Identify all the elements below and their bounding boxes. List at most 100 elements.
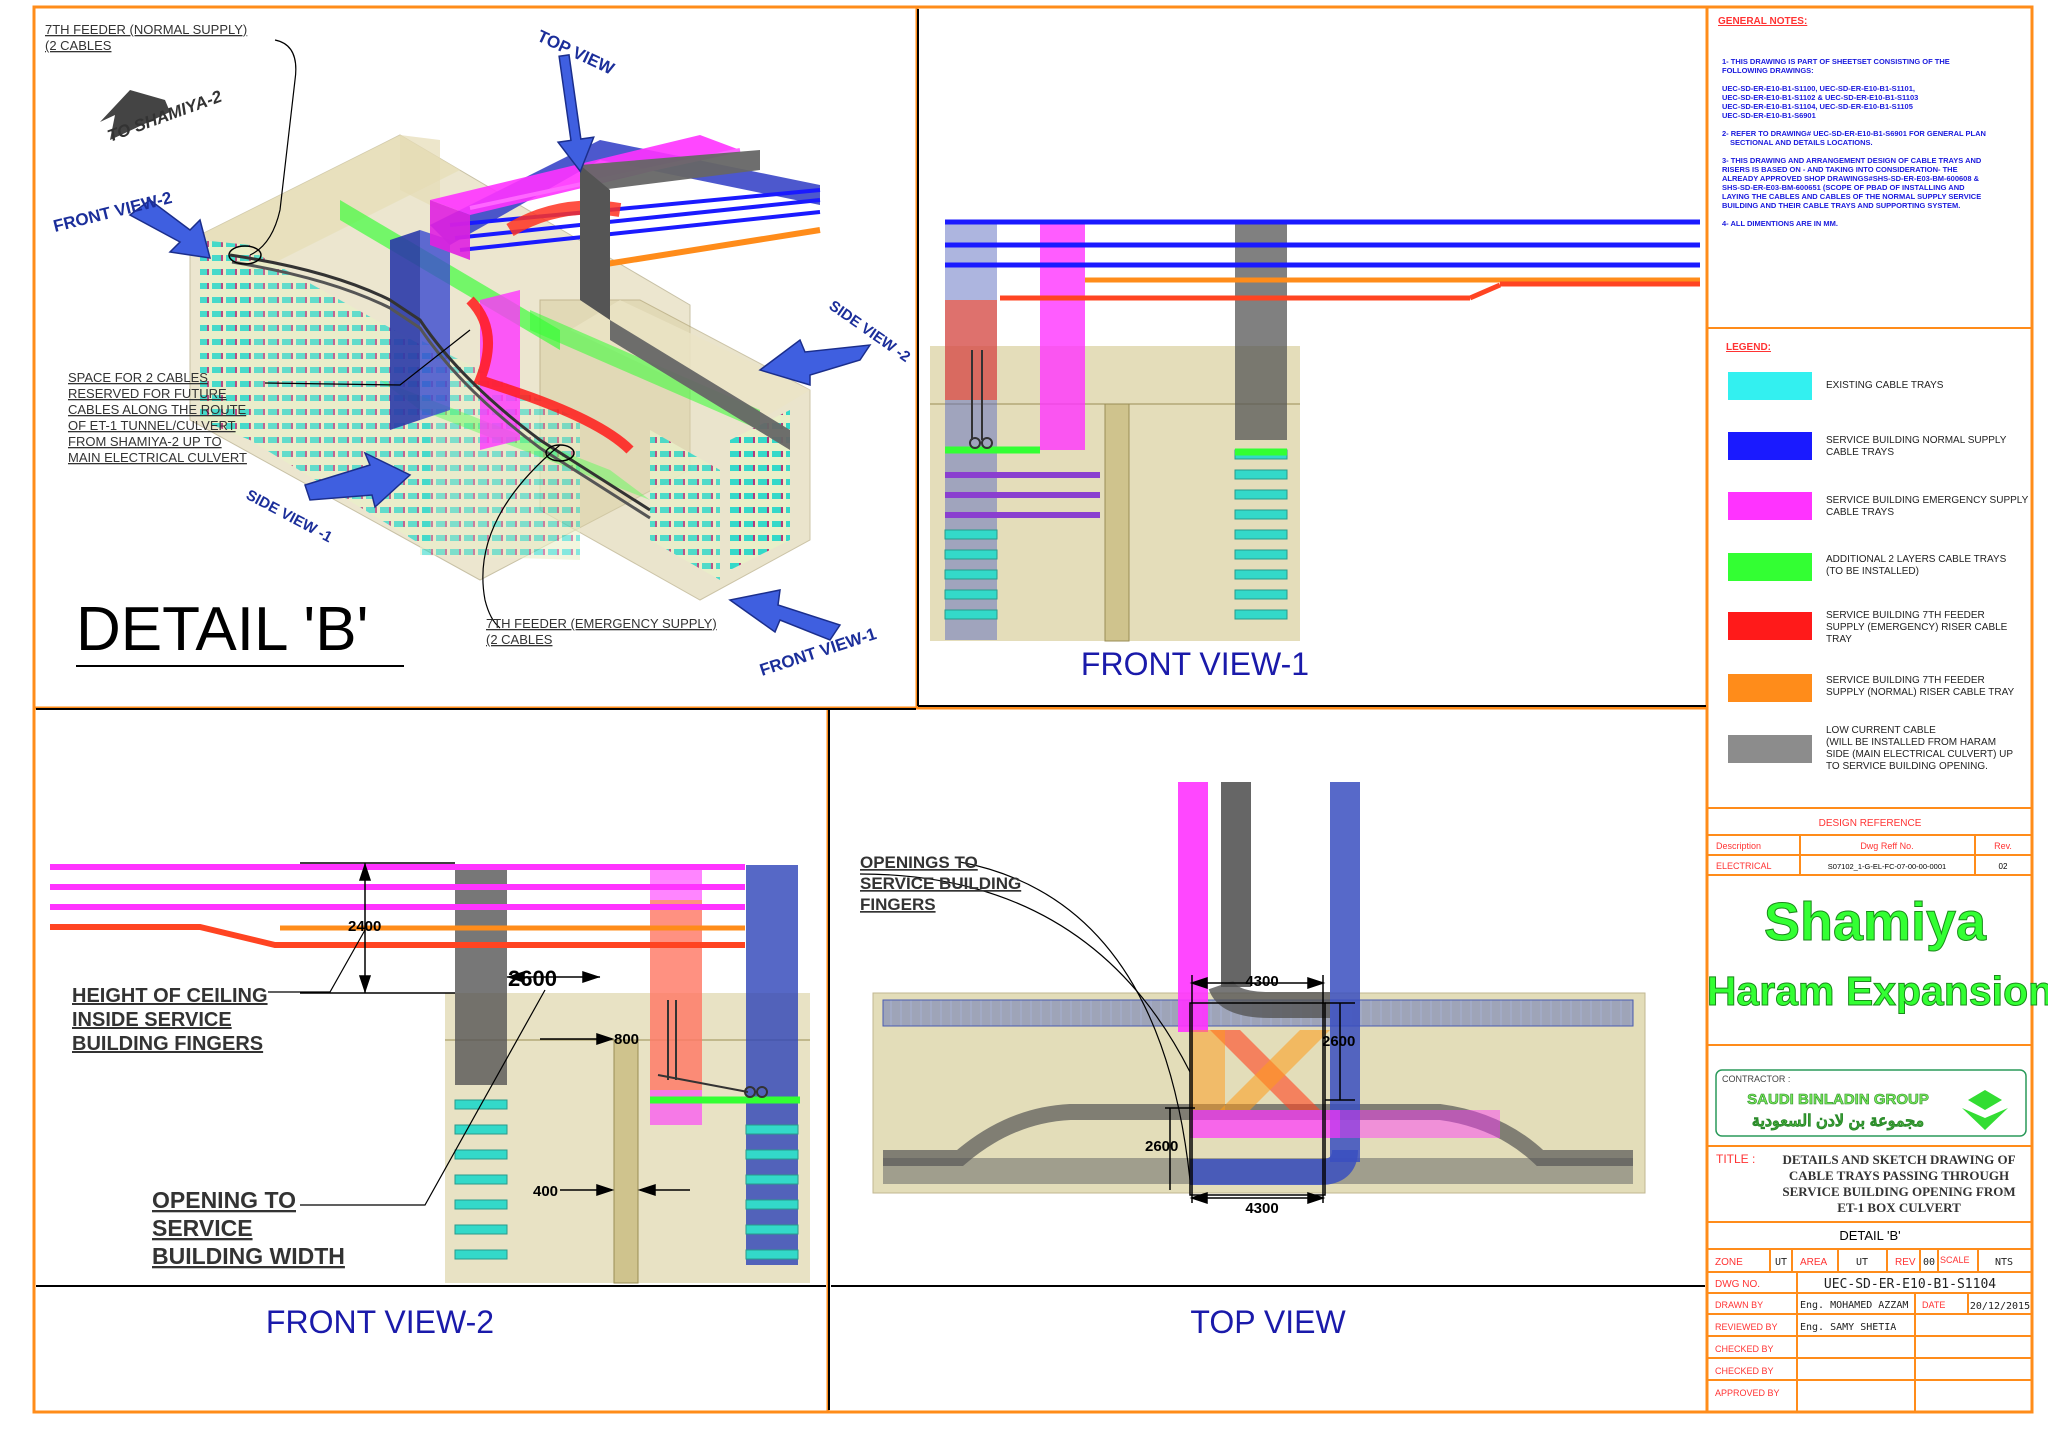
legend-swatch xyxy=(1728,492,1812,520)
svg-text:TO SERVICE BUILDING OPENING: TO SERVICE BUILDING OPENING. xyxy=(1826,761,1988,772)
front-view-2-drawing xyxy=(50,862,810,1284)
svg-text:SAUDI BINLADIN GROUP: SAUDI BINLADIN GROUP xyxy=(1747,1091,1929,1108)
svg-text:4- ALL DIMENTIONS ARE IN MM.: 4- ALL DIMENTIONS ARE IN MM. xyxy=(1722,219,1838,228)
svg-text:NTS: NTS xyxy=(1995,1257,2013,1268)
svg-text:DETAIL 'B': DETAIL 'B' xyxy=(1839,1228,1900,1243)
svg-text:CABLE TRAYS: CABLE TRAYS xyxy=(1826,447,1894,458)
space-note: SPACE FOR 2 CABLES RESERVED FOR FUTURE C… xyxy=(68,370,247,465)
svg-text:Eng. MOHAMED AZZAM: Eng. MOHAMED AZZAM xyxy=(1800,1300,1908,1311)
svg-text:1- THIS DRAWING IS PART OF SHE: 1- THIS DRAWING IS PART OF SHEETSET CONS… xyxy=(1722,57,1950,66)
svg-text:BUILDING FINGERS: BUILDING FINGERS xyxy=(72,1033,263,1055)
svg-text:SERVICE BUILDING 7TH FEEDER: SERVICE BUILDING 7TH FEEDER xyxy=(1826,610,1985,621)
svg-text:EXISTING CABLE TRAYS: EXISTING CABLE TRAYS xyxy=(1826,380,1944,391)
svg-text:LOW CURRENT CABLE: LOW CURRENT CABLE xyxy=(1826,725,1936,736)
svg-text:Shamiya: Shamiya xyxy=(1764,892,1987,952)
svg-text:CABLE TRAYS PASSING THROUGH: CABLE TRAYS PASSING THROUGH xyxy=(1789,1168,2009,1183)
svg-text:SUPPLY (EMERGENCY) RISER CA: SUPPLY (EMERGENCY) RISER CABLE xyxy=(1826,622,2008,633)
dim-2400: 2400 xyxy=(348,918,381,935)
svg-text:Haram Expansion: Haram Expansion xyxy=(1707,968,2048,1014)
svg-text:INSIDE SERVICE: INSIDE SERVICE xyxy=(72,1009,232,1031)
ceiling-note: HEIGHT OF CEILING INSIDE SERVICE BUILDIN… xyxy=(72,985,268,1055)
svg-text:UEC-SD-ER-E10-B1-S1104, UEC-SD: UEC-SD-ER-E10-B1-S1104, UEC-SD-ER-E10-B1… xyxy=(1722,102,1913,111)
svg-text:ET-1 BOX CULVERT: ET-1 BOX CULVERT xyxy=(1837,1200,1961,1215)
dim-2600-right: 2600 xyxy=(1322,1033,1355,1050)
top-view-arrow-label: TOP VIEW xyxy=(534,26,618,78)
svg-text:APPROVED BY: APPROVED BY xyxy=(1715,1388,1780,1398)
svg-text:SERVICE BUILDING OPENING FROM: SERVICE BUILDING OPENING FROM xyxy=(1782,1184,2015,1199)
legend-swatch xyxy=(1728,674,1812,702)
svg-text:SERVICE BUILDING EMERGENCY: SERVICE BUILDING EMERGENCY SUPPLY xyxy=(1826,495,2029,506)
svg-text:TRAY: TRAY xyxy=(1826,634,1852,645)
svg-text:DESIGN REFERENCE: DESIGN REFERENCE xyxy=(1819,818,1922,829)
svg-text:REVIEWED BY: REVIEWED BY xyxy=(1715,1322,1778,1332)
design-reference: DESIGN REFERENCE Description Dwg Reff No… xyxy=(1708,807,2031,876)
top-view-caption: TOP VIEW xyxy=(1190,1304,1346,1340)
svg-text:BUILDING WIDTH: BUILDING WIDTH xyxy=(152,1243,345,1269)
svg-text:GENERAL NOTES:: GENERAL NOTES: xyxy=(1718,16,1807,27)
project-title: Shamiya Haram Expansion xyxy=(1706,892,2048,1015)
svg-text:(WILL BE INSTALLED FROM HA: (WILL BE INSTALLED FROM HARAM xyxy=(1826,737,1996,748)
legend-swatch xyxy=(1728,432,1812,460)
svg-text:DATE: DATE xyxy=(1922,1300,1945,1310)
svg-text:SERVICE BUILDING 7TH FEEDER: SERVICE BUILDING 7TH FEEDER xyxy=(1826,675,1985,686)
legend: LEGEND: EXISTING CABLE TRAYS SERVICE BUI… xyxy=(1726,342,2029,772)
side-view-2-arrow-icon xyxy=(758,338,872,387)
dim-4300-bottom: 4300 xyxy=(1245,1200,1278,1217)
svg-text:CABLE TRAYS: CABLE TRAYS xyxy=(1826,507,1894,518)
contractor-box: CONTRACTOR : SAUDI BINLADIN GROUP مجموعة… xyxy=(1715,1069,2027,1137)
svg-text:DETAILS AND SKETCH DRAWING OF: DETAILS AND SKETCH DRAWING OF xyxy=(1782,1152,2015,1167)
detail-b-isometric xyxy=(100,39,872,641)
feeder-emergency-label-2: (2 CABLES xyxy=(486,632,553,647)
svg-text:DWG NO.: DWG NO. xyxy=(1715,1279,1760,1290)
svg-text:OPENINGS TO: OPENINGS TO xyxy=(860,853,978,872)
legend-swatch xyxy=(1728,612,1812,640)
svg-text:Description: Description xyxy=(1716,841,1761,851)
svg-text:SPACE FOR 2 CABLES: SPACE FOR 2 CABLES xyxy=(68,370,208,385)
front-view-1-drawing xyxy=(930,219,1700,642)
svg-text:RESERVED FOR FUTURE: RESERVED FOR FUTURE xyxy=(68,386,227,401)
svg-text:CABLES ALONG THE ROUTE: CABLES ALONG THE ROUTE xyxy=(68,402,247,417)
svg-text:LAYING THE CABLES AND CABLES O: LAYING THE CABLES AND CABLES OF THE NORM… xyxy=(1722,192,1981,201)
svg-text:SERVICE: SERVICE xyxy=(152,1215,253,1241)
svg-text:UEC-SD-ER-E10-B1-S1104: UEC-SD-ER-E10-B1-S1104 xyxy=(1824,1277,1996,1292)
svg-text:SERVICE BUILDING: SERVICE BUILDING xyxy=(860,874,1021,893)
dim-2600-left: 2600 xyxy=(1145,1138,1178,1155)
svg-text:HEIGHT OF CEILING: HEIGHT OF CEILING xyxy=(72,985,268,1007)
svg-text:SHS-SD-ER-E03-BM-600651 (SCOPE: SHS-SD-ER-E03-BM-600651 (SCOPE OF PBAD O… xyxy=(1722,183,1965,192)
general-notes: GENERAL NOTES: 1- THIS DRAWING IS PART O… xyxy=(1718,16,1986,228)
svg-text:Dwg Reff No.: Dwg Reff No. xyxy=(1860,841,1913,851)
svg-text:BUILDING AND THEIR CABLE TRAYS: BUILDING AND THEIR CABLE TRAYS AND SUPPO… xyxy=(1722,201,1960,210)
dim-4300-top: 4300 xyxy=(1245,973,1278,990)
svg-text:2- REFER TO DRAWING# UEC-SD-ER: 2- REFER TO DRAWING# UEC-SD-ER-E10-B1-S6… xyxy=(1722,129,1986,138)
svg-text:02: 02 xyxy=(1999,862,2008,871)
opening-note: OPENING TO SERVICE BUILDING WIDTH xyxy=(152,1187,345,1269)
svg-text:UEC-SD-ER-E10-B1-S1100, UEC-SD: UEC-SD-ER-E10-B1-S1100, UEC-SD-ER-E10-B1… xyxy=(1722,84,1915,93)
svg-text:FINGERS: FINGERS xyxy=(860,895,936,914)
front-view-2-arrow-icon xyxy=(128,199,212,259)
svg-text:00: 00 xyxy=(1923,1257,1935,1268)
dim-400: 400 xyxy=(533,1183,558,1200)
svg-text:SCALE: SCALE xyxy=(1940,1255,1970,1265)
front-view-2-caption: FRONT VIEW-2 xyxy=(266,1304,494,1340)
legend-item-additional: ADDITIONAL 2 LAYERS CABLE TRAYS (TO BE I… xyxy=(1728,553,2007,581)
svg-text:LEGEND:: LEGEND: xyxy=(1726,342,1771,353)
svg-text:SERVICE BUILDING NORMAL SUP: SERVICE BUILDING NORMAL SUPPLY xyxy=(1826,435,2007,446)
svg-text:OF ET-1 TUNNEL/CULVERT: OF ET-1 TUNNEL/CULVERT xyxy=(68,418,236,433)
dim-2600: 2600 xyxy=(508,966,557,991)
openings-note: OPENINGS TO SERVICE BUILDING FINGERS xyxy=(860,853,1021,914)
svg-text:Eng. SAMY SHETIA: Eng. SAMY SHETIA xyxy=(1800,1322,1896,1333)
view-borders xyxy=(36,9,1706,1410)
svg-text:CONTRACTOR :: CONTRACTOR : xyxy=(1722,1074,1790,1084)
legend-item-normal: SERVICE BUILDING NORMAL SUPPLY CABLE TRA… xyxy=(1728,432,2007,460)
feeder-normal-label-1: 7TH FEEDER (NORMAL SUPPLY) xyxy=(45,22,247,37)
svg-text:مجموعة بن لادن السعودية: مجموعة بن لادن السعودية xyxy=(1752,1113,1924,1131)
legend-item-feeder-normal: SERVICE BUILDING 7TH FEEDER SUPPLY (NORM… xyxy=(1728,674,2015,702)
front-view-1-caption: FRONT VIEW-1 xyxy=(1081,646,1309,682)
svg-text:DRAWN BY: DRAWN BY xyxy=(1715,1300,1763,1310)
svg-text:CHECKED BY: CHECKED BY xyxy=(1715,1344,1774,1354)
legend-swatch xyxy=(1728,735,1812,763)
svg-text:ALREADY APPROVED SHOP DRAWINGS: ALREADY APPROVED SHOP DRAWINGS#SHS-SD-ER… xyxy=(1722,174,1980,183)
svg-text:Rev.: Rev. xyxy=(1994,841,2012,851)
svg-text:UEC-SD-ER-E10-B1-S6901: UEC-SD-ER-E10-B1-S6901 xyxy=(1722,111,1816,120)
side-view-1-arrow-icon xyxy=(304,451,412,509)
